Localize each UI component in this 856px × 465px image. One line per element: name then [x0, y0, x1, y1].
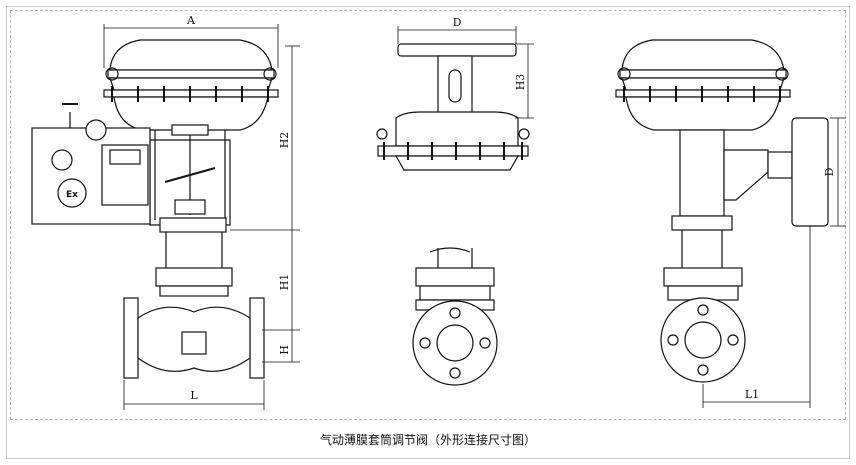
drawing-area — [10, 10, 846, 420]
dim-H3: H3 — [514, 74, 527, 91]
front-view: Ex A H2 H1 H L — [31, 14, 300, 410]
side-view: D L1 — [615, 39, 846, 408]
dim-A: A — [186, 14, 196, 27]
actuator-bolts — [111, 86, 269, 102]
dim-H2: H2 — [278, 132, 291, 149]
dim-L: L — [190, 389, 198, 402]
figure-caption: 气动薄膜套筒调节阀（外形连接尺寸图） — [319, 433, 536, 447]
dim-H: H — [278, 345, 291, 355]
middle-view: D H3 — [376, 16, 534, 386]
middle-bolts — [383, 142, 523, 160]
ex-badge-text: Ex — [66, 190, 78, 200]
dim-D-side: D — [823, 167, 836, 176]
side-bolts — [623, 86, 781, 102]
dim-D-top: D — [453, 16, 462, 29]
dim-H1: H1 — [278, 274, 291, 291]
drawing-frame — [6, 6, 850, 459]
dim-L1: L1 — [745, 388, 759, 401]
ex-badge — [57, 178, 87, 208]
